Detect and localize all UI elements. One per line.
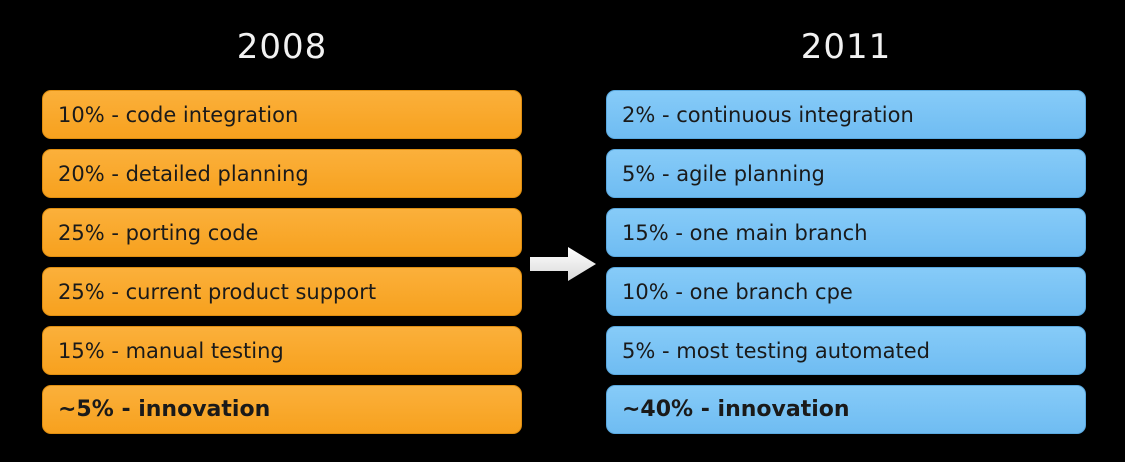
item-2008-3: 25% - porting code	[42, 208, 522, 257]
arrow-right-icon	[530, 247, 596, 281]
item-2011-4: 10% - one branch cpe	[606, 267, 1086, 316]
item-2011-5: 5% - most testing automated	[606, 326, 1086, 375]
item-2011-innovation: ~40% - innovation	[606, 385, 1086, 434]
item-2008-4: 25% - current product support	[42, 267, 522, 316]
item-2008-innovation: ~5% - innovation	[42, 385, 522, 434]
year-2008-heading: 2008	[236, 27, 328, 67]
item-2011-3: 15% - one main branch	[606, 208, 1086, 257]
item-2008-2: 20% - detailed planning	[42, 149, 522, 198]
item-2008-5: 15% - manual testing	[42, 326, 522, 375]
item-2011-1: 2% - continuous integration	[606, 90, 1086, 139]
year-2011-heading: 2011	[800, 27, 892, 67]
item-2011-2: 5% - agile planning	[606, 149, 1086, 198]
item-2008-1: 10% - code integration	[42, 90, 522, 139]
